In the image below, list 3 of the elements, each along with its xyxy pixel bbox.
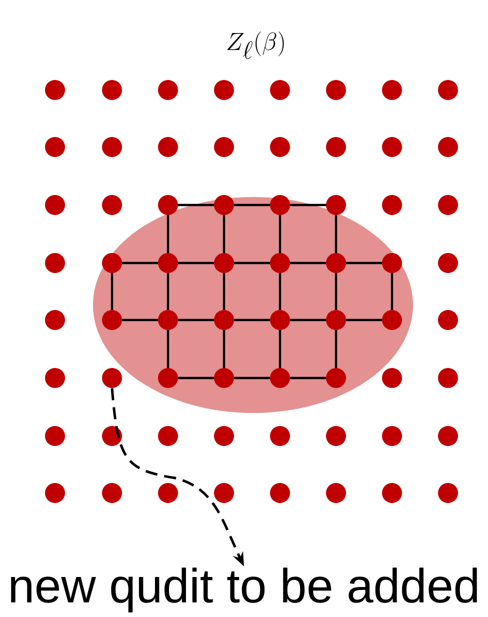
- caption-text: new qudit to be added: [11, 568, 477, 612]
- lattice-dot: [102, 368, 122, 388]
- title: $Z_\ell(\beta)$: [227, 31, 284, 59]
